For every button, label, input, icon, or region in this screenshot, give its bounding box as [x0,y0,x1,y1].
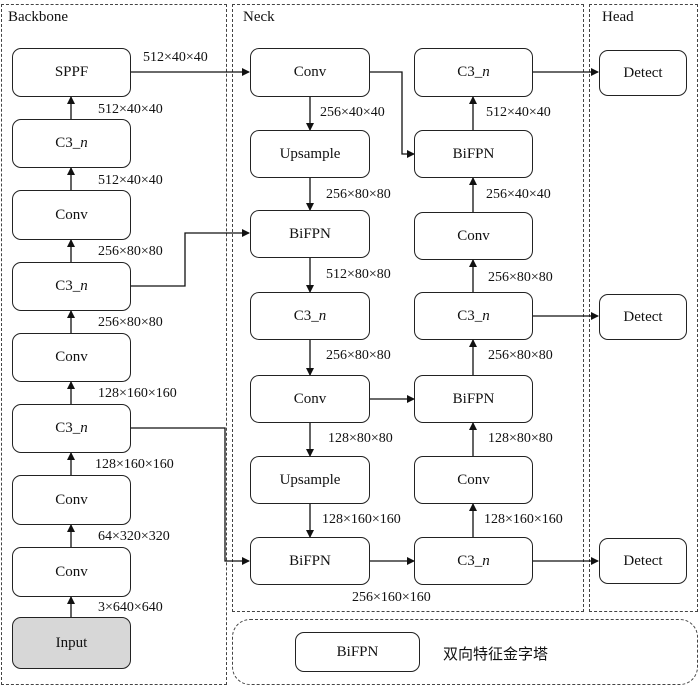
backbone-conv-block-3: Conv [12,475,131,525]
backbone-title: Backbone [8,9,68,25]
neck-conv-block-right-1: Conv [414,212,533,260]
backbone-label: 256×80×80 [98,244,163,259]
neck-c3-block-top: C3_n [414,48,533,97]
neck-bifpn-block-2: BiFPN [250,537,370,585]
c3-label: C3_n [293,307,327,324]
backbone-conv-block-2: Conv [12,333,131,382]
detect-block-1: Detect [599,50,687,96]
neck-c3-block-mid: C3_n [414,292,533,340]
backbone-conv-block-4: Conv [12,547,131,597]
neck-conv-block-1: Conv [250,48,370,97]
c3-label: C3_n [55,278,88,294]
legend-description: 双向特征金字塔 [443,645,549,663]
backbone-panel [1,4,227,685]
neck-panel [232,4,584,612]
backbone-c3-block-1: C3_n [12,119,131,168]
head-panel [589,4,698,612]
backbone-label: 128×160×160 [98,386,177,401]
neck-conv-block-right-2: Conv [414,456,533,504]
neck-c3-block-1: C3_n [250,292,370,340]
backbone-label: 512×40×40 [98,173,163,188]
legend-panel [232,619,698,685]
input-block: Input [12,617,131,669]
detect-block-3: Detect [599,538,687,584]
c3-label: C3_n [55,135,88,151]
backbone-label: 256×80×80 [98,315,163,330]
detect-block-2: Detect [599,294,687,340]
c3-label: C3_n [457,552,490,569]
sppf-block: SPPF [12,48,131,97]
neck-right-label: 256×80×80 [488,270,553,285]
neck-right-label: 256×80×80 [488,348,553,363]
backbone-c3-block-3: C3_n [12,404,131,453]
neck-c3-block-bottom: C3_n [414,537,533,585]
backbone-conv-block-1: Conv [12,190,131,240]
neck-bifpn-block-1: BiFPN [250,210,370,258]
neck-right-label: 128×160×160 [484,512,563,527]
neck-label: 256×80×80 [326,187,391,202]
legend-bifpn-block: BiFPN [295,632,420,672]
neck-label: 512×80×80 [326,267,391,282]
backbone-label: 128×160×160 [95,457,174,472]
neck-right-label: 256×40×40 [486,187,551,202]
c3-label: C3_n [457,307,490,324]
sppf-output-label: 512×40×40 [143,50,208,65]
neck-title: Neck [243,9,275,25]
neck-upsample-block-1: Upsample [250,130,370,178]
backbone-label: 64×320×320 [98,529,170,544]
neck-label: 128×80×80 [328,431,393,446]
head-title: Head [602,9,634,25]
neck-label: 256×40×40 [320,105,385,120]
neck-label: 256×80×80 [326,348,391,363]
backbone-c3-block-2: C3_n [12,262,131,311]
neck-conv-block-2: Conv [250,375,370,423]
neck-right-label: 128×80×80 [488,431,553,446]
c3-label: C3_n [457,64,490,80]
neck-right-label: 512×40×40 [486,105,551,120]
c3-label: C3_n [55,420,88,436]
neck-bifpn-block-mid: BiFPN [414,375,533,423]
neck-upsample-block-2: Upsample [250,456,370,504]
neck-label: 256×160×160 [352,590,431,605]
backbone-label: 3×640×640 [98,600,163,615]
neck-bifpn-block-top: BiFPN [414,130,533,178]
backbone-label: 512×40×40 [98,102,163,117]
neck-label: 128×160×160 [322,512,401,527]
